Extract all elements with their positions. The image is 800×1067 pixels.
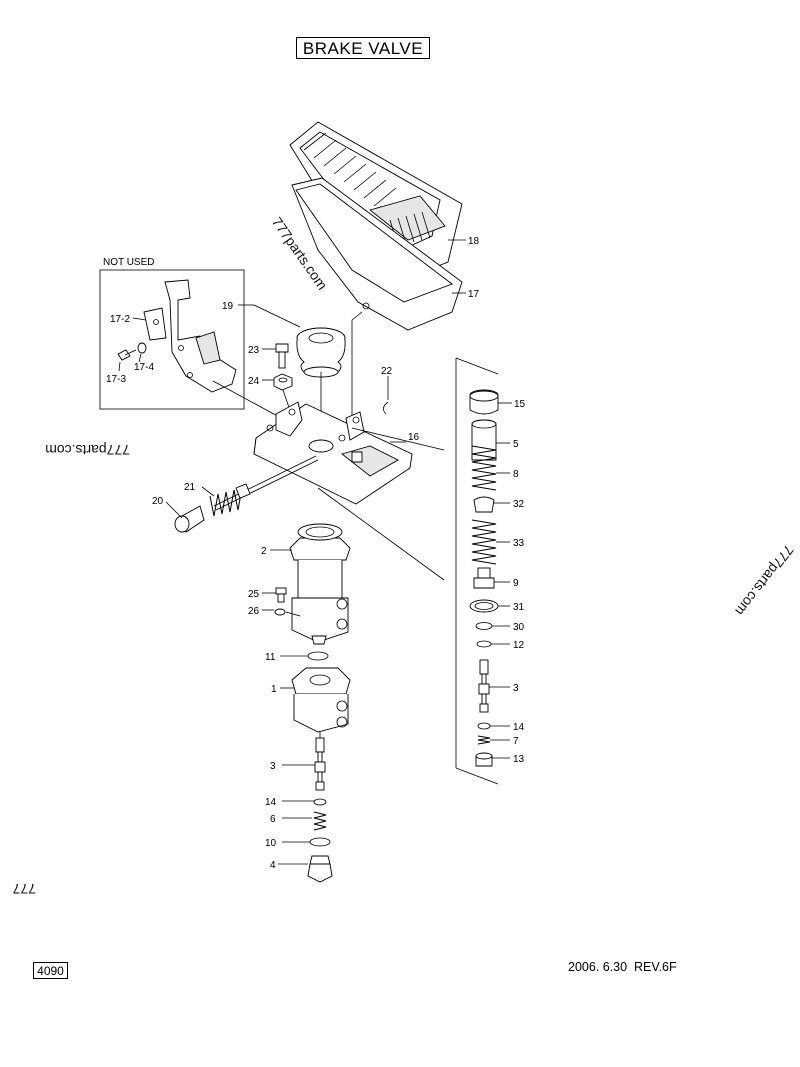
ring-12 (476, 640, 492, 648)
callout-3-left: 3 (270, 761, 276, 772)
right-group-frame (455, 357, 499, 785)
callout-16: 16 (408, 432, 420, 443)
page-number: 4090 (33, 962, 68, 979)
callout-31: 31 (513, 602, 525, 613)
seal-31 (469, 599, 499, 613)
callout-10: 10 (265, 838, 277, 849)
callout-30: 30 (513, 622, 525, 633)
spool-right (478, 659, 490, 713)
valve-body-lower (291, 667, 351, 733)
callout-25: 25 (248, 589, 260, 600)
ring-14-left (313, 798, 327, 806)
pin-22 (383, 401, 389, 415)
adjust-rod (209, 455, 319, 517)
spring-33 (471, 519, 497, 565)
not-used-inset-box (99, 269, 245, 410)
nut-24 (273, 373, 293, 391)
spool-left (314, 737, 326, 791)
callout-12: 12 (513, 640, 525, 651)
not-used-label: NOT USED (103, 257, 155, 268)
callout-7: 7 (513, 736, 519, 747)
callout-9: 9 (513, 578, 519, 589)
spring-7 (477, 735, 491, 745)
callout-20: 20 (152, 496, 164, 507)
callout-2: 2 (261, 546, 267, 557)
callout-24: 24 (248, 376, 260, 387)
boot (296, 327, 346, 378)
cap-15 (469, 389, 499, 415)
knob-20 (174, 505, 205, 533)
callout-8: 8 (513, 469, 519, 480)
inset-bolt (117, 342, 147, 361)
callout-17-2: 17-2 (110, 314, 130, 325)
callout-6: 6 (270, 814, 276, 825)
retainer-32 (473, 496, 495, 513)
pedal-cover (289, 121, 463, 279)
pedal-plate (291, 177, 463, 331)
plug-13 (475, 752, 493, 767)
callout-14-right: 14 (513, 722, 525, 733)
callout-18: 18 (468, 236, 480, 247)
callout-33: 33 (513, 538, 525, 549)
callout-14-left: 14 (265, 797, 277, 808)
washer-30 (475, 622, 493, 630)
o-ring-11 (307, 651, 329, 661)
o-ring-10 (309, 837, 331, 847)
ring-14-right (477, 722, 491, 730)
callout-15: 15 (514, 399, 526, 410)
callout-22: 22 (381, 366, 393, 377)
inset-bracket (143, 279, 237, 393)
callout-21: 21 (184, 482, 196, 493)
washer-26 (274, 608, 286, 616)
spring-8 (471, 445, 497, 491)
callout-13: 13 (513, 754, 525, 765)
callout-5: 5 (513, 439, 519, 450)
callout-1: 1 (271, 684, 277, 695)
callout-11: 11 (265, 652, 276, 663)
callout-32: 32 (513, 499, 525, 510)
bolt-23 (275, 343, 289, 369)
revision-date: 2006. 6.30 REV.6F (568, 960, 677, 974)
callout-4: 4 (270, 860, 276, 871)
sleeve-5 (471, 419, 497, 461)
valve-body-upper (289, 523, 351, 645)
callout-17: 17 (468, 289, 480, 300)
page-title: BRAKE VALVE (296, 37, 430, 59)
callout-26: 26 (248, 606, 260, 617)
piston-9 (473, 567, 495, 589)
callout-17-3: 17-3 (106, 374, 126, 385)
callout-19: 19 (222, 301, 234, 312)
callout-23: 23 (248, 345, 260, 356)
spring-6 (313, 811, 327, 831)
callout-17-4: 17-4 (134, 362, 154, 373)
bracket-plate (253, 401, 413, 505)
callout-3-right: 3 (513, 683, 519, 694)
screw-25 (275, 587, 287, 603)
plug-4 (307, 855, 333, 883)
